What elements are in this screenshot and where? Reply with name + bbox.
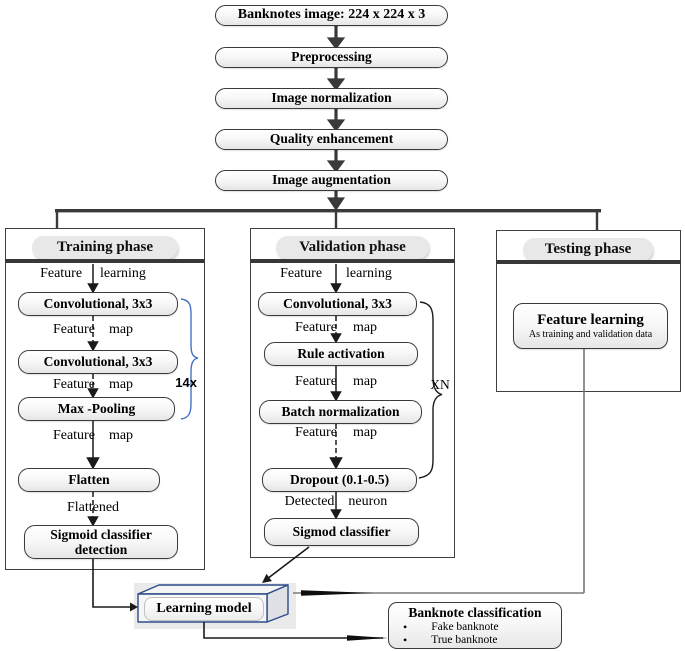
validation-header-underline xyxy=(250,259,455,263)
classification-bullet-true: True banknote xyxy=(389,634,561,647)
node-training-conv1: Convolutional, 3x3 xyxy=(18,292,178,316)
connector-word: Feature xyxy=(52,322,95,337)
arrow-head xyxy=(330,333,342,344)
validation-connector-feature-map-1: Feature map xyxy=(251,320,421,336)
model-to-classification-line xyxy=(203,622,383,639)
node-label-line: Sigmoid classifier xyxy=(50,527,152,542)
training-to-model-line xyxy=(92,559,130,608)
training-to-model-head xyxy=(130,602,138,612)
training-header-underline xyxy=(5,259,205,263)
node-validation-rule-activation: Rule activation xyxy=(264,342,418,366)
node-sublabel: As training and validation data xyxy=(528,329,653,340)
validation-phase-title: Validation phase xyxy=(276,236,429,259)
bullet-text: True banknote xyxy=(431,634,498,646)
model-to-classification-arrow xyxy=(347,635,388,641)
validation-to-model-head xyxy=(262,573,272,583)
validation-connector-feature-map-3: Feature map xyxy=(251,425,421,441)
connector-word: map xyxy=(108,377,134,392)
connector-word: Detected xyxy=(284,494,335,509)
connector-word: learning xyxy=(100,266,146,281)
arrow-head xyxy=(87,283,99,294)
node-label-line: detection xyxy=(74,542,128,557)
arrow-head xyxy=(87,516,99,527)
connector-word: Feature xyxy=(294,374,337,389)
node-training-conv2: Convolutional, 3x3 xyxy=(18,350,178,374)
validation-connector-feature-map-2: Feature map xyxy=(251,374,421,390)
node-banknotes-image: Banknotes image: 224 x 224 x 3 xyxy=(215,5,448,26)
training-connector-feature-map-3: Feature map xyxy=(8,428,178,444)
connector-word: Feature xyxy=(52,428,95,443)
validation-connector-detected-neuron: Detected neuron xyxy=(251,494,421,510)
main-flow-arrows xyxy=(326,26,346,211)
bullet-text: Fake banknote xyxy=(431,621,499,633)
connector-word: Feature xyxy=(280,266,323,281)
connector-word: Feature xyxy=(294,425,337,440)
connector-word: Feature xyxy=(40,266,83,281)
node-validation-dropout: Dropout (0.1-0.5) xyxy=(262,468,417,492)
model-right-arrow xyxy=(301,590,374,596)
training-connector-feature-map-1: Feature map xyxy=(8,322,178,338)
connector-word: map xyxy=(352,320,378,335)
arrow-head xyxy=(326,37,346,50)
arrow-head xyxy=(326,119,346,132)
arrow-head xyxy=(86,457,100,470)
distribution-bar xyxy=(55,209,601,213)
model-top-face xyxy=(137,584,289,595)
arrow-head xyxy=(330,283,342,294)
classification-title: Banknote classification xyxy=(408,605,542,620)
arrow-head xyxy=(326,78,346,91)
branch-bar xyxy=(55,209,601,231)
validation-repeat-label: XN xyxy=(430,377,450,392)
validation-to-model-line xyxy=(266,546,310,580)
training-arrows xyxy=(86,264,100,527)
learning-model-label: Learning model xyxy=(144,597,264,621)
arrow-head xyxy=(87,388,99,399)
node-training-flatten: Flatten xyxy=(18,468,160,492)
training-connector-feature-map-2: Feature map xyxy=(8,377,178,393)
training-connector-flattened: Flattened xyxy=(8,500,178,516)
connector-word: map xyxy=(352,374,378,389)
validation-repeat-brace xyxy=(418,301,443,479)
arrow-head xyxy=(329,457,343,470)
connector-word: Feature xyxy=(294,320,337,335)
training-phase-title: Training phase xyxy=(32,236,178,259)
validation-arrows xyxy=(329,264,343,520)
arrow-head xyxy=(330,509,342,520)
node-training-max-pooling: Max -Pooling xyxy=(18,397,175,421)
testing-header-underline xyxy=(496,260,681,264)
node-testing-feature-learning: Feature learning As training and validat… xyxy=(513,303,668,349)
arrow-head xyxy=(326,160,346,173)
node-validation-sigmod-classifier: Sigmod classifier xyxy=(264,518,419,546)
arrow-head xyxy=(87,341,99,352)
training-connector-feature-learning: Feature learning xyxy=(8,266,178,282)
node-label-line: Feature learning xyxy=(537,312,644,328)
connector-word: map xyxy=(108,428,134,443)
node-image-normalization: Image normalization xyxy=(215,88,448,109)
connector-word: map xyxy=(352,425,378,440)
connector-word: learning xyxy=(346,266,392,281)
node-preprocessing: Preprocessing xyxy=(215,47,448,68)
arrow-head xyxy=(327,197,345,211)
testing-phase-title: Testing phase xyxy=(523,238,653,261)
node-image-augmentation: Image augmentation xyxy=(215,170,448,191)
validation-connector-feature-learning: Feature learning xyxy=(251,266,421,282)
node-quality-enhancement: Quality enhancement xyxy=(215,129,448,150)
validation-phase-box xyxy=(250,228,455,558)
connector-word: Feature xyxy=(52,377,95,392)
connector-word: neuron xyxy=(348,494,388,509)
bottom-connectors xyxy=(92,349,585,641)
node-validation-conv: Convolutional, 3x3 xyxy=(258,292,417,316)
connector-word: map xyxy=(108,322,134,337)
training-repeat-label: 14x xyxy=(175,375,197,390)
node-training-sigmoid-classifier: Sigmoid classifier detection xyxy=(24,525,178,559)
banknote-classification-box: Banknote classification Fake banknote Tr… xyxy=(388,602,562,649)
node-validation-batch-normalization: Batch normalization xyxy=(259,400,422,424)
arrow-head xyxy=(330,391,342,402)
training-repeat-brace xyxy=(180,298,199,420)
classification-bullet-fake: Fake banknote xyxy=(389,621,561,634)
connector-word: Flattened xyxy=(66,500,120,515)
